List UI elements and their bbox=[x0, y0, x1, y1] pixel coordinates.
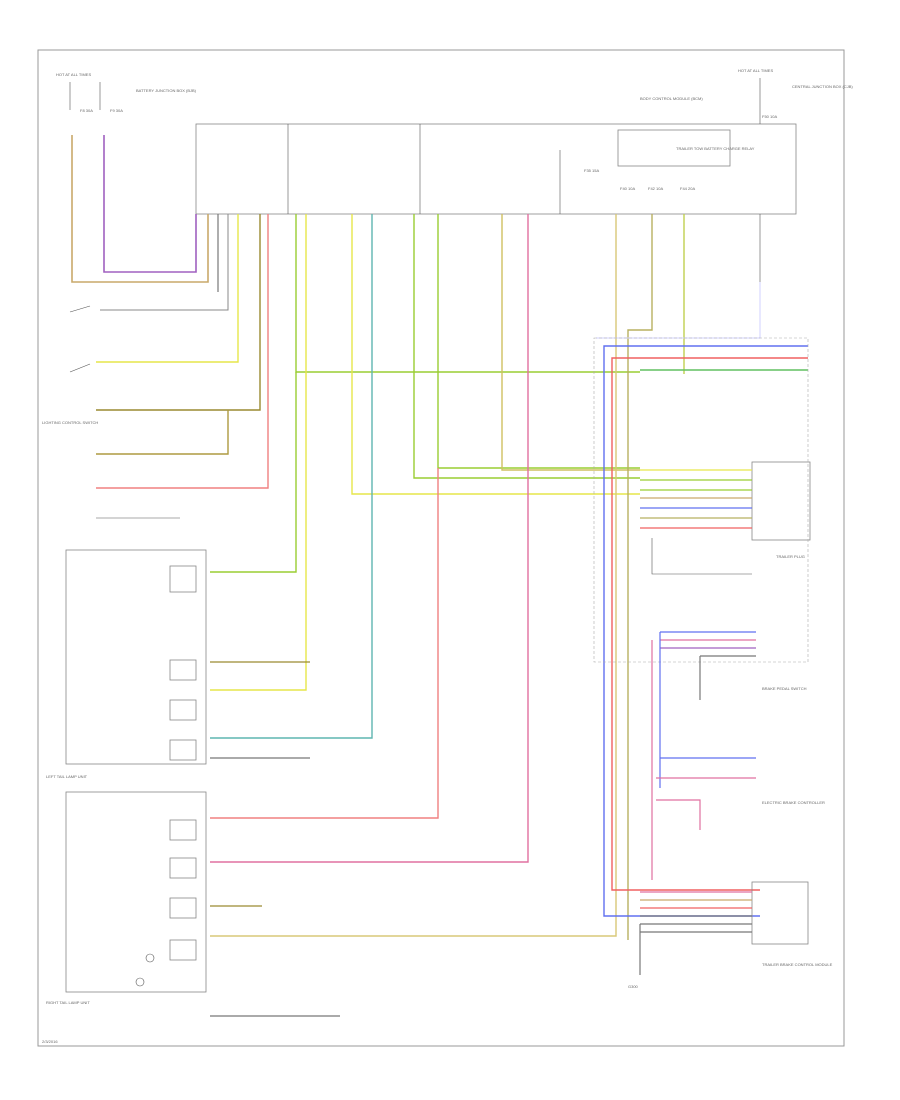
electric-brake-controller-wires bbox=[656, 757, 756, 830]
trailer-module-wires bbox=[640, 891, 752, 933]
left-tail-lamp-unit bbox=[65, 549, 207, 765]
trailer-harness-boundary bbox=[593, 337, 809, 663]
hot-at-all-times-left: HOT AT ALL TIMES bbox=[56, 72, 91, 77]
central-junction-box-label: CENTRAL JUNCTION BOX (CJB) bbox=[792, 84, 853, 89]
ground-label: G300 bbox=[628, 984, 639, 989]
trailer-plug-connector bbox=[751, 461, 811, 541]
brake-pedal-switch-label: BRAKE PEDAL SWITCH bbox=[762, 686, 807, 691]
left-tail-lamp-unit-label: LEFT TAIL LAMP UNIT bbox=[46, 774, 88, 779]
fuse-label: F9 30A bbox=[110, 108, 123, 113]
trailer-module-label: TRAILER BRAKE CONTROL MODULE bbox=[762, 962, 833, 967]
trailer-plug-pin-wires bbox=[640, 469, 752, 529]
brake-pedal-switch-wires bbox=[660, 631, 756, 700]
relay-box bbox=[617, 129, 731, 167]
body-control-module-label: BODY CONTROL MODULE (BCM) bbox=[640, 96, 703, 101]
right-tail-lamp-unit-label: RIGHT TAIL LAMP UNIT bbox=[46, 1000, 90, 1005]
battery-junction-box-label: BATTERY JUNCTION BOX (BJB) bbox=[136, 88, 197, 93]
fuse-label: F40 10A bbox=[620, 186, 635, 191]
corner-label: 2/3/2016 bbox=[42, 1039, 58, 1044]
module-box-cjb bbox=[195, 123, 797, 215]
trailer-plug-label: TRAILER PLUG bbox=[776, 554, 805, 559]
fuse-label: F42 10A bbox=[648, 186, 663, 191]
trailer-tow-relay-label: TRAILER TOW BATTERY CHARGE RELAY bbox=[676, 146, 755, 151]
fuse-label: F50 10A bbox=[762, 114, 777, 119]
fuse-label: F44 20A bbox=[680, 186, 695, 191]
fuse-label: F8 30A bbox=[80, 108, 93, 113]
trailer-module-connector bbox=[751, 881, 809, 945]
diagram-frame bbox=[37, 49, 845, 1047]
lighting-control-switch-label: LIGHTING CONTROL SWITCH bbox=[42, 420, 98, 425]
fuse-label: F35 15A bbox=[584, 168, 599, 173]
hot-at-all-times-right: HOT AT ALL TIMES bbox=[738, 68, 773, 73]
right-tail-lamp-unit bbox=[65, 791, 207, 993]
electric-brake-controller-label: ELECTRIC BRAKE CONTROLLER bbox=[762, 800, 825, 805]
